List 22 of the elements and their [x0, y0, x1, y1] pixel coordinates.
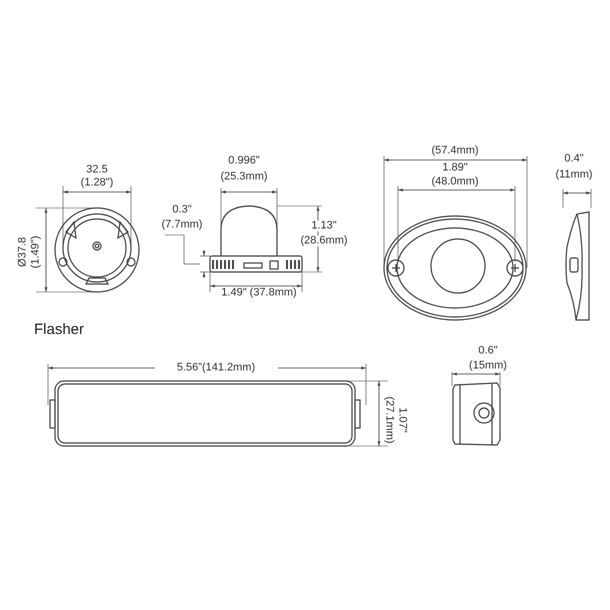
dimension-label: 0.6" — [477, 346, 499, 356]
dimension-label: 0.3" — [171, 204, 193, 216]
dimension-label: (7.7mm) — [160, 220, 204, 230]
dimension-label: (28.6mm) — [299, 236, 349, 246]
dimension-label: 0.4" — [563, 154, 585, 164]
dimension-label: 32.5 — [85, 164, 109, 176]
dimension-label: Ø37.8 — [18, 236, 28, 268]
dimension-label: (15mm) — [468, 360, 508, 372]
dimension-label: 1.07" — [396, 406, 408, 434]
dimension-label: (11mm) — [554, 170, 594, 180]
dimension-label: 1.89" — [441, 162, 469, 174]
dimension-label: 0.996" — [227, 156, 261, 166]
section-heading: Flasher — [34, 320, 84, 340]
dimension-label: (1.28") — [80, 178, 114, 188]
dimension-label: (48.0mm) — [430, 176, 480, 188]
dimension-label: (57.4mm) — [430, 146, 480, 156]
dimension-label: (27.1mm) — [384, 395, 394, 445]
dimension-label: 5.56”(141.2mm) — [176, 362, 256, 374]
dimension-label: (25.3mm) — [219, 172, 269, 182]
dimension-label: 1.13" — [310, 220, 338, 232]
dimension-label: (1.49") — [30, 234, 42, 270]
dimension-label: 1.49" (37.8mm) — [220, 288, 298, 298]
